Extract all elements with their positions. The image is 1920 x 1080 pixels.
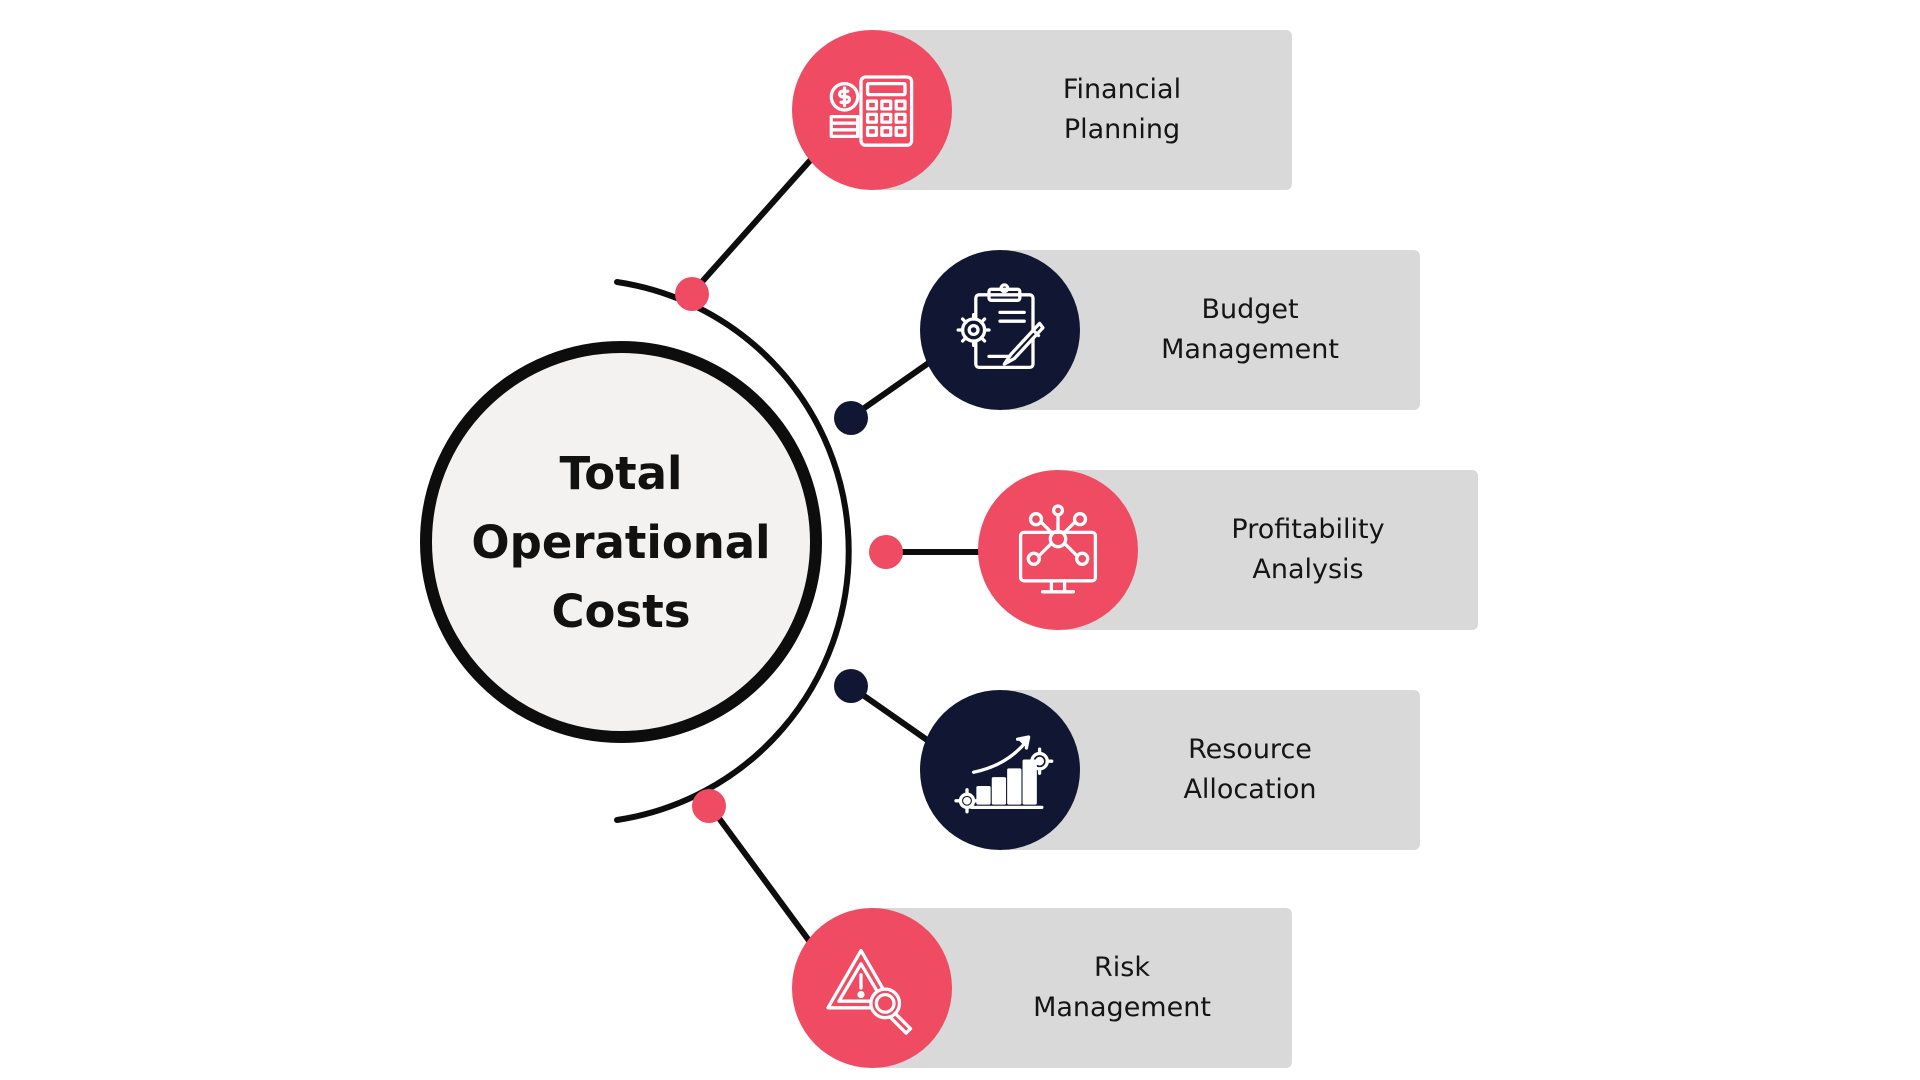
monitor-network-icon xyxy=(978,470,1138,630)
branch-profitability-analysis: Profitability Analysis xyxy=(978,470,1478,630)
branch-risk-management: Risk Management xyxy=(792,908,1292,1068)
hub-title: Total Operational Costs xyxy=(456,439,786,646)
branch-label: Financial Planning xyxy=(1062,74,1182,145)
branch-label: Resource Allocation xyxy=(1183,734,1317,805)
growth-chart-gears-icon xyxy=(920,690,1080,850)
junction-dot-budget-management xyxy=(834,401,868,435)
hub-title-line: Operational xyxy=(471,515,771,569)
central-hub: Total Operational Costs xyxy=(420,341,822,743)
clipboard-gear-pencil-icon xyxy=(920,250,1080,410)
connector-risk-management xyxy=(707,804,813,944)
outer-arc xyxy=(614,279,852,823)
junction-dot-risk-management xyxy=(692,789,726,823)
branch-financial-planning: Financial Planning xyxy=(792,30,1292,190)
branch-budget-management: Budget Management xyxy=(920,250,1420,410)
branch-label: Profitability Analysis xyxy=(1231,514,1385,585)
junction-dot-profitability-analysis xyxy=(869,535,903,569)
junction-dot-resource-allocation xyxy=(834,669,868,703)
junction-dot-financial-planning xyxy=(675,277,709,311)
warning-magnifier-icon xyxy=(792,908,952,1068)
calculator-coins-icon xyxy=(792,30,952,190)
hub-title-line: Costs xyxy=(551,584,691,638)
branch-label: Risk Management xyxy=(1033,952,1211,1023)
branch-resource-allocation: Resource Allocation xyxy=(920,690,1420,850)
branch-label: Budget Management xyxy=(1161,294,1339,365)
connector-financial-planning xyxy=(689,153,818,295)
hub-title-line: Total xyxy=(559,446,683,500)
